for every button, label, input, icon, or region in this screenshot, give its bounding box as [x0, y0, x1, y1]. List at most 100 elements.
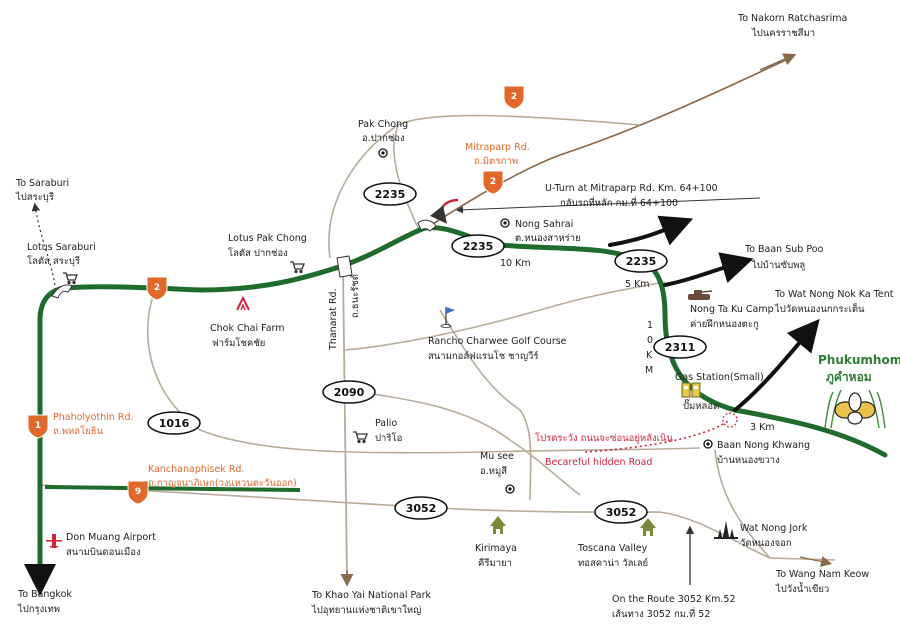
resort-house-icon [640, 518, 656, 536]
shield-1-label: 1 [35, 421, 41, 431]
dest-khaoyai-th: ไปอุทยานแห่งชาติเขาใหญ่ [311, 604, 421, 616]
dest-subpoo-th: ไปบ้านซับพลู [751, 259, 805, 271]
dest-saraburi-en: To Saraburi [15, 178, 69, 189]
place-thanarat-th: ถ.ธนะรัชต์ [349, 274, 361, 318]
place-watnongjork-en: Wat Nong Jork [740, 523, 808, 534]
highway-shields: 2 2 2 1 9 [27, 85, 525, 505]
place-watnongjork-th: วัดหนองจอก [740, 538, 792, 549]
road-phaholyothin-th: ถ.พหลโยธิน [53, 425, 104, 437]
arrow-baan-sub-poo-2 [663, 252, 754, 287]
brand-name-th: ภูคำหอม [826, 370, 872, 385]
km-10-vertical-3: K [646, 350, 653, 361]
shield-9-label: 9 [135, 487, 141, 497]
road-pakchong-north [393, 124, 421, 233]
arrow-wang-nam-keow [799, 556, 833, 568]
place-lotus-saraburi-en: Lotus Saraburi [27, 242, 96, 253]
brand-name-en: Phukumhom [818, 353, 900, 367]
place-thanarat-en: Thanarat Rd. [328, 288, 339, 351]
minor-roads [39, 57, 836, 581]
temple-icon [714, 521, 738, 539]
route-2311-label: 2311 [665, 341, 696, 354]
place-nongtaku-en: Nong Ta Ku Camp [690, 304, 774, 315]
airplane-icon [46, 534, 62, 548]
place-nongsahrai-en: Nong Sahrai [515, 219, 573, 230]
place-gas-th: ปั๊มหลอด [683, 398, 719, 412]
place-pakchong-en: Pak Chong [358, 119, 408, 130]
uturn-en: U-Turn at Mitraparp Rd. Km. 64+100 [545, 183, 718, 194]
place-palio-en: Palio [375, 418, 397, 429]
road-2235-branch [344, 281, 666, 351]
shield-2-top-label: 2 [511, 92, 517, 102]
dest-khaoyai-en: To Khao Yai National Park [311, 590, 432, 601]
road-3052 [39, 484, 836, 561]
route-2235-nongsahrai: 2235 [451, 234, 505, 258]
place-donmuang-en: Don Muang Airport [66, 532, 156, 543]
road-saraburi-dotted [31, 202, 56, 291]
dest-bangkok-th: ไปกรุงเทพ [17, 603, 60, 615]
km-10: 10 Km [500, 258, 531, 269]
route-3052-east: 3052 [594, 500, 648, 524]
dest-bangkok-en: To Bangkok [17, 589, 72, 600]
route-2090-label: 2090 [334, 386, 365, 399]
town-marker-icon [500, 218, 510, 228]
warning-careful-en: Becareful hidden Road [545, 457, 652, 468]
route-2235-pakchong: 2235 [363, 182, 417, 206]
phukumhom-logo-icon [824, 389, 886, 429]
road-kanchana-en: Kanchanaphisek Rd. [148, 464, 244, 475]
place-musee-th: อ.หมูสี [480, 465, 507, 477]
place-lotus-pakchong-th: โลตัส ปากช่อง [228, 247, 288, 259]
place-palio-th: ปาริโอ [375, 432, 402, 444]
road-kanchanaphisek [44, 485, 301, 492]
gas-station-icon [681, 382, 701, 398]
road-west-loop [146, 289, 701, 454]
town-marker-icon [703, 439, 713, 449]
place-toscana-th: ทอสคาน่า วัลเลย์ [578, 557, 648, 569]
place-lotus-saraburi-th: โลตัส สระบุรี [27, 255, 80, 267]
route-3052-note-en: On the Route 3052 Km.52 [612, 594, 736, 605]
place-rancho-th: สนามกอล์ฟแรนโช ชาญวีร์ [428, 350, 539, 362]
dest-saraburi-th: ไปสระบุรี [15, 191, 54, 203]
road-thanarat [342, 267, 348, 581]
road-phaholyothin-en: Phaholyothin Rd. [53, 412, 134, 423]
hidden-road-marker [722, 412, 738, 428]
shopping-cart-icon [63, 272, 78, 285]
km-10-vertical-2: 0 [647, 335, 653, 346]
dest-noknaka-en: To Wat Nong Nok Ka Tent [774, 289, 894, 300]
overpasses [51, 219, 437, 299]
map-icons [46, 148, 886, 548]
dest-nakorn-th: ไปนครราชสีมา [751, 27, 815, 39]
shield-2-west-label: 2 [154, 283, 160, 293]
place-toscana-en: Toscana Valley [577, 543, 648, 554]
uturn-red-arrow [429, 198, 459, 224]
place-nongtaku-th: ค่ายฝึกหนองตะกู [690, 319, 759, 330]
place-chokchai-th: ฟาร์มโชคชัย [212, 337, 265, 349]
road-2090 [344, 389, 581, 496]
route-1016-label: 1016 [159, 417, 190, 430]
route-ovals: 2235 2235 2235 2311 2090 1016 3052 3052 [147, 182, 707, 524]
place-musee-en: Mu see [480, 451, 514, 462]
golf-flag-icon [440, 307, 455, 328]
uturn-guide-line [456, 197, 761, 214]
route-2235-pakchong-label: 2235 [375, 188, 406, 201]
hidden-road-dotted [584, 419, 731, 453]
shield-2-mitraparp: 2 [482, 170, 504, 195]
dest-wangnamkeow-en: To Wang Nam Keow [775, 569, 869, 580]
place-kirimaya-th: คีรีมายา [478, 557, 512, 569]
dest-subpoo-en: To Baan Sub Poo [744, 244, 824, 255]
place-mitraparp-th: ถ.มิตรภาพ [474, 156, 518, 167]
arrow-wat-nong-nok [733, 318, 820, 412]
km-5: 5 Km [625, 279, 650, 290]
camp-tank-icon [688, 290, 713, 300]
town-marker-icon [505, 484, 515, 494]
place-chokchai-en: Chok Chai Farm [210, 323, 285, 334]
route-3052-note-th: เส้นทาง 3052 กม.ที่ 52 [612, 607, 710, 620]
warning-careful-th: โปรดระวัง ถนนจะซ่อนอยู่หลังเนิน [535, 432, 673, 444]
route-1016: 1016 [147, 411, 201, 435]
shield-2-top: 2 [503, 85, 525, 110]
km-10-vertical-1: 1 [647, 320, 653, 331]
route-2311: 2311 [653, 335, 707, 359]
farm-tent-icon [236, 295, 250, 311]
road-2090-north [439, 309, 532, 501]
road-kanchana-th: ถ.กาญจนาภิเษก(วงแหวนตะวันออก) [148, 478, 297, 489]
